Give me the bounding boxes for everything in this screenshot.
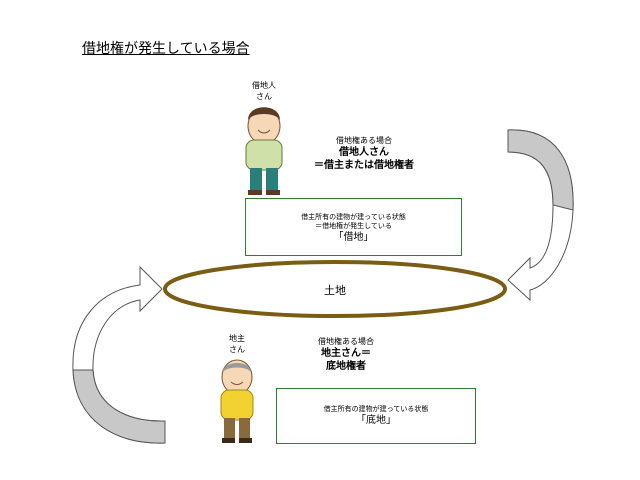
landlord-note: 借地権ある場合 bbox=[318, 337, 374, 346]
page-title: 借地権が発生している場合 bbox=[82, 41, 250, 57]
tenant-figure-label-line2: さん bbox=[256, 92, 272, 101]
landlord-figure-label: 地主 さん bbox=[213, 333, 261, 355]
tenant-box-line1: 借主所有の建物が建っている状態 bbox=[301, 213, 406, 221]
landlord-person-icon bbox=[220, 359, 254, 443]
tenant-person-icon bbox=[245, 107, 283, 195]
tenant-figure-label-line1: 借地人 bbox=[252, 81, 276, 90]
tenant-role: 借地人さん ＝借主または借地権者 bbox=[294, 146, 434, 172]
tenant-figure-label: 借地人 さん bbox=[240, 80, 288, 102]
landlord-box-line1: 借主所有の建物が建っている状態 bbox=[323, 405, 429, 413]
land-ellipse bbox=[163, 260, 507, 318]
tenant-box-line2: ＝借地権が発生している bbox=[315, 222, 392, 230]
tenant-info-box: 借主所有の建物が建っている状態 ＝借地権が発生している 「借地」 bbox=[245, 198, 462, 256]
landlord-box-line2: 「底地」 bbox=[356, 415, 396, 426]
land-label: 土地 bbox=[324, 284, 346, 297]
tenant-role-line1: 借地人さん bbox=[339, 147, 389, 158]
landlord-role-line1: 地主さん＝ bbox=[321, 348, 371, 359]
tenant-box-line3: 「借地」 bbox=[333, 232, 374, 243]
tenant-role-line2: ＝借主または借地権者 bbox=[314, 160, 414, 171]
landlord-figure-label-line2: さん bbox=[229, 345, 245, 354]
landlord-role: 地主さん＝ 底地権者 bbox=[296, 347, 396, 373]
right-curved-arrow bbox=[507, 129, 574, 302]
landlord-role-line2: 底地権者 bbox=[326, 361, 366, 372]
landlord-info-box: 借主所有の建物が建っている状態 「底地」 bbox=[276, 388, 476, 444]
landlord-figure-label-line1: 地主 bbox=[229, 334, 245, 343]
left-curved-arrow bbox=[72, 265, 166, 444]
tenant-note: 借地権ある場合 bbox=[336, 136, 392, 145]
